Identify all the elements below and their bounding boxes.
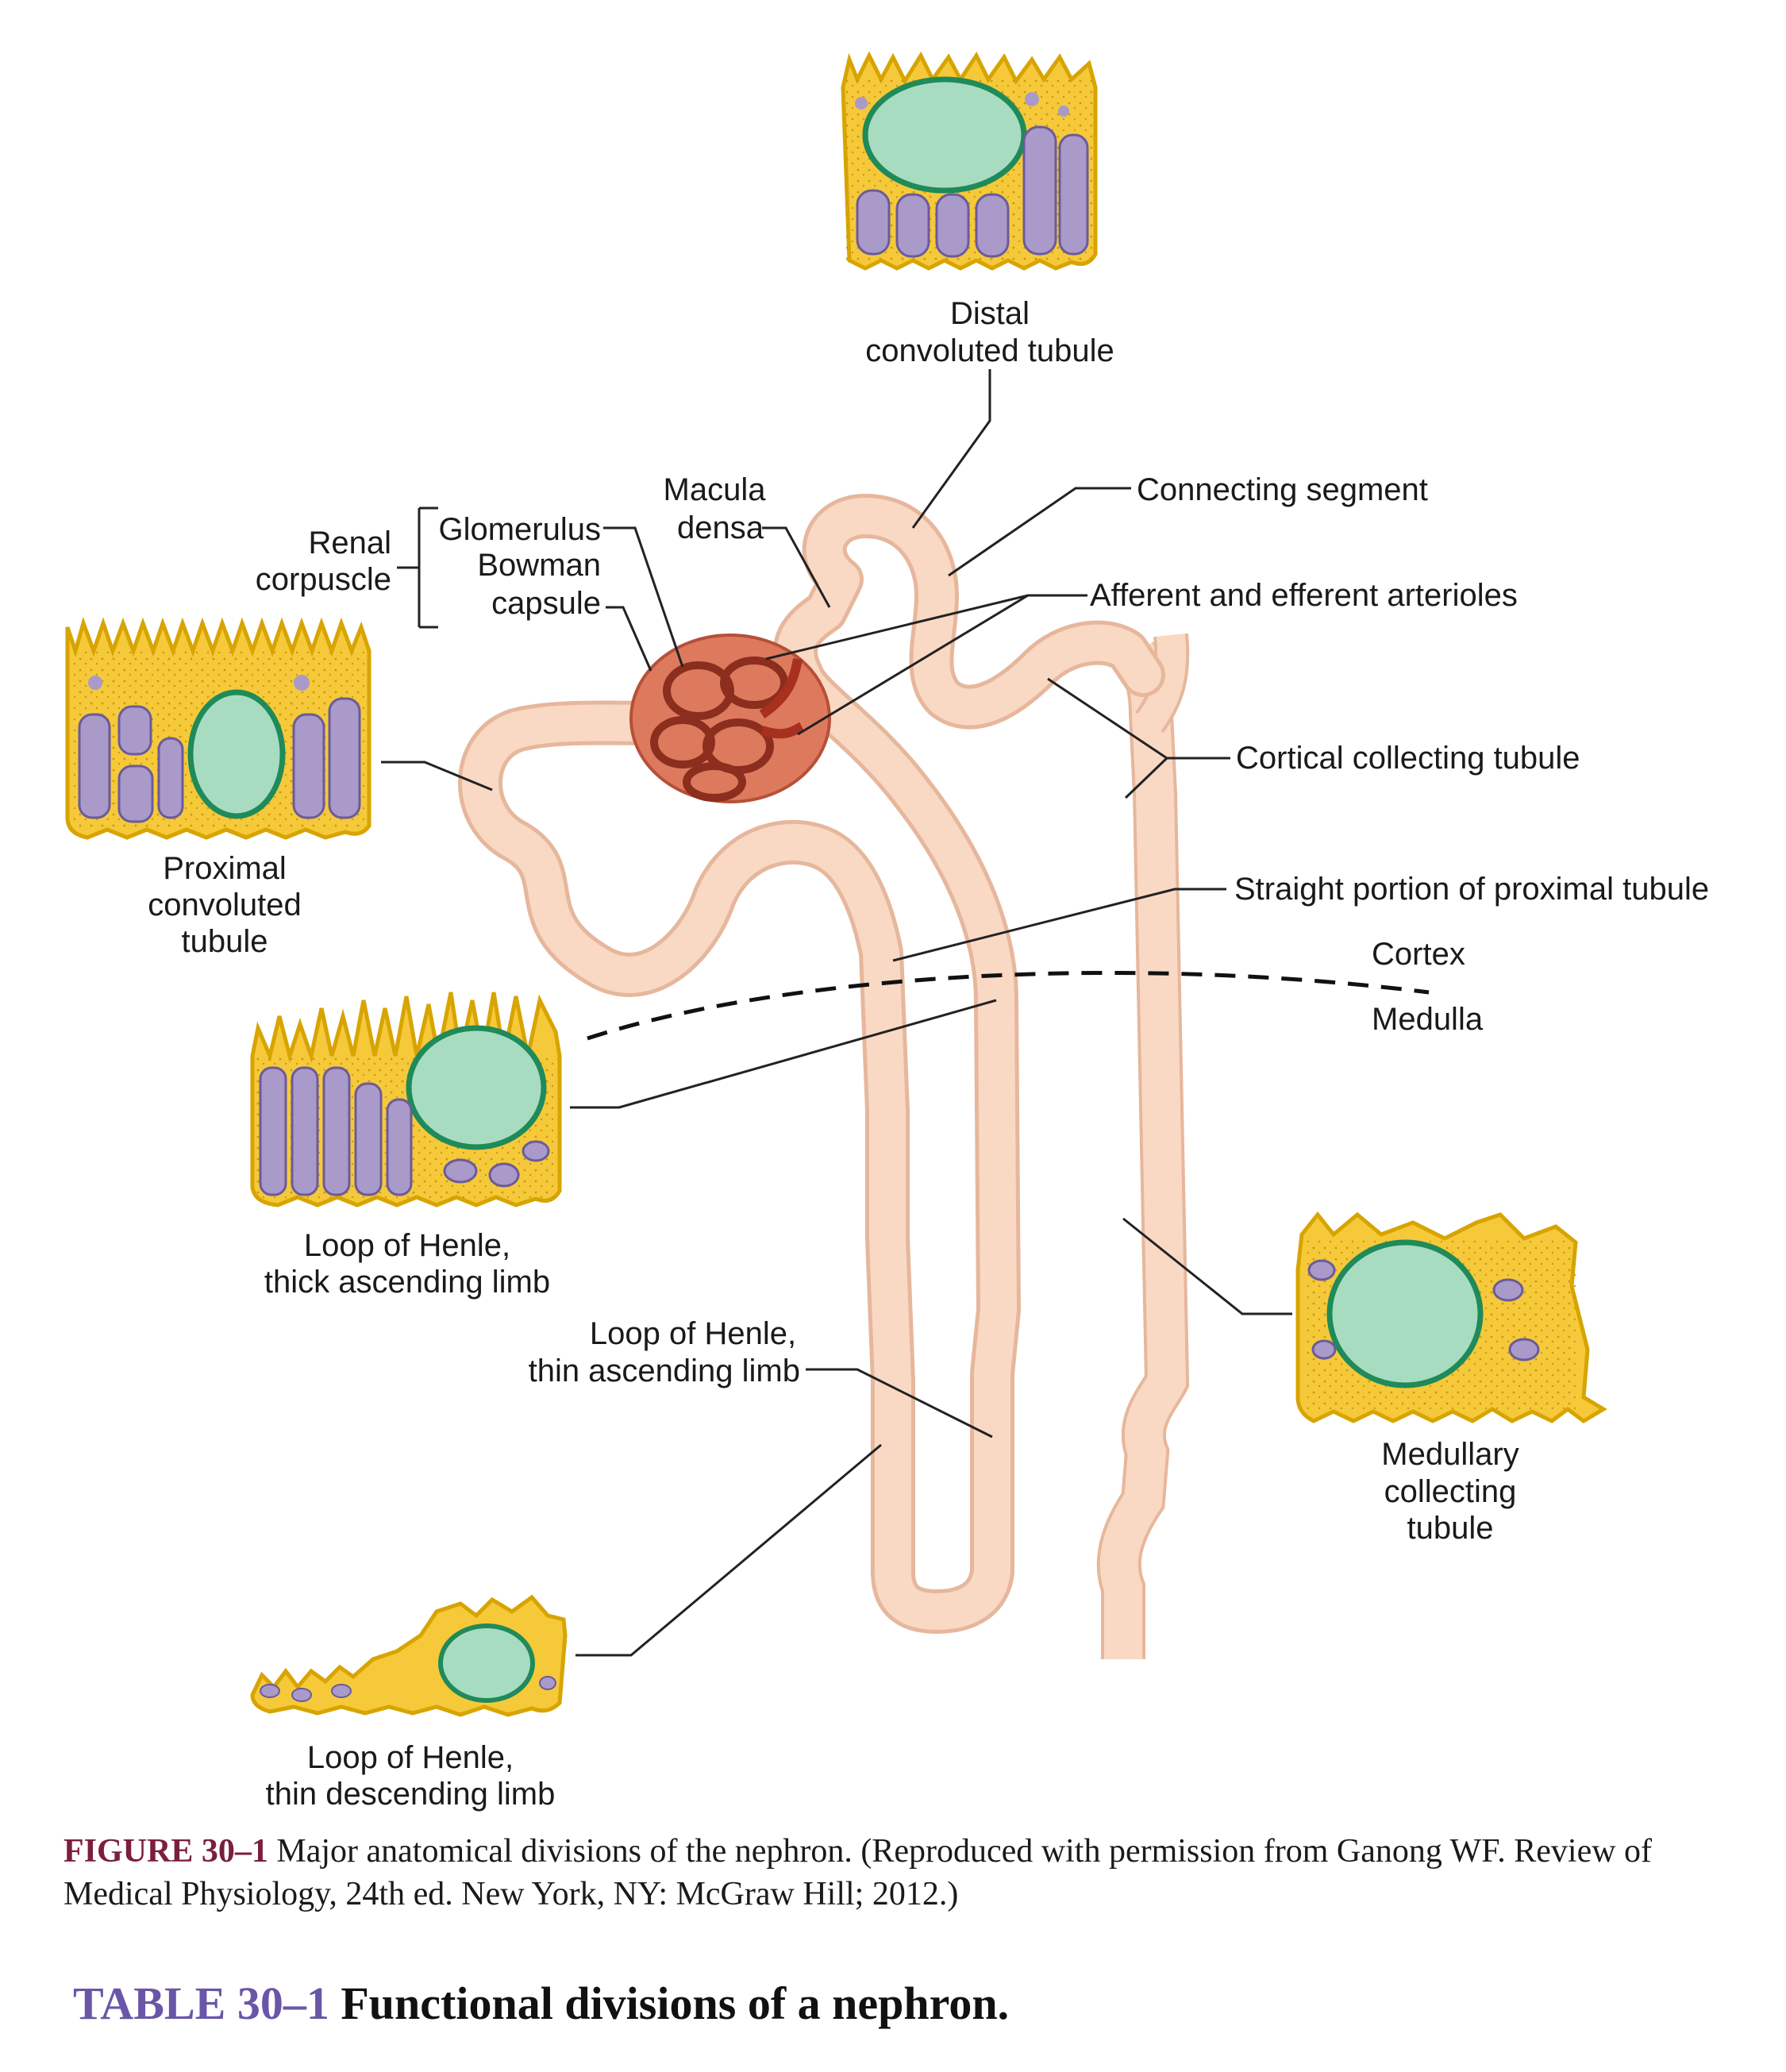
figure-caption-text: Major anatomical divisions of the nephro… [64, 1833, 1653, 1912]
label-thick-ascending: thick ascending limb [264, 1265, 550, 1300]
table-title-text: Functional divisions of a nephron. [329, 1978, 1010, 2029]
label-bowman: capsule [491, 586, 601, 621]
label-thin-descending: thin descending limb [266, 1777, 556, 1812]
label-arterioles: Afferent and efferent arterioles [1090, 578, 1518, 613]
figure-number: FIGURE 30–1 [64, 1833, 268, 1870]
label-renal-corpuscle: Renal [308, 526, 391, 560]
label-cortical-collecting: Cortical collecting tubule [1236, 741, 1580, 776]
proximal-tubule-cell-icon [65, 616, 371, 840]
label-medullary-collecting: Medullary [1381, 1437, 1518, 1472]
label-bowman: Bowman [477, 548, 601, 583]
label-connecting-segment: Connecting segment [1137, 472, 1428, 507]
thick-ascending-cell-icon [250, 992, 562, 1207]
label-thin-ascending: Loop of Henle, [590, 1316, 796, 1351]
label-distal: Distal [950, 296, 1030, 331]
label-proximal: convoluted [148, 888, 301, 922]
label-distal: convoluted tubule [865, 333, 1114, 368]
label-proximal: Proximal [163, 851, 287, 886]
glomerulus-icon [629, 634, 831, 803]
label-macula-densa: Macula [664, 472, 767, 507]
label-medullary-collecting: tubule [1407, 1511, 1494, 1546]
label-macula-densa: densa [677, 510, 764, 545]
label-thin-ascending: thin ascending limb [529, 1354, 800, 1388]
label-thin-descending: Loop of Henle, [307, 1740, 514, 1775]
label-cortex: Cortex [1372, 937, 1465, 972]
distal-tubule-cell-icon [841, 51, 1098, 271]
label-glomerulus: Glomerulus [438, 512, 601, 547]
label-straight-proximal: Straight portion of proximal tubule [1234, 872, 1709, 907]
thin-descending-cell-icon [250, 1594, 568, 1717]
figure-caption: FIGURE 30–1 Major anatomical divisions o… [64, 1830, 1730, 1916]
leader-lines [381, 369, 1292, 1657]
label-renal-corpuscle: corpuscle [256, 562, 391, 597]
medullary-collecting-cell-icon [1295, 1211, 1607, 1424]
nephron-tubule [458, 494, 1190, 1659]
cortex-medulla-boundary [587, 970, 1430, 1041]
table-number: TABLE 30–1 [73, 1978, 329, 2029]
nephron-diagram: Distal convoluted tubule Connecting segm… [65, 51, 1709, 1812]
table-title: TABLE 30–1 Functional divisions of a nep… [73, 1977, 1009, 2030]
label-medullary-collecting: collecting [1384, 1474, 1517, 1509]
label-thick-ascending: Loop of Henle, [304, 1228, 510, 1263]
label-proximal: tubule [182, 924, 268, 959]
label-medulla: Medulla [1372, 1002, 1484, 1037]
diagram-labels: Distal convoluted tubule Connecting segm… [148, 296, 1709, 1812]
